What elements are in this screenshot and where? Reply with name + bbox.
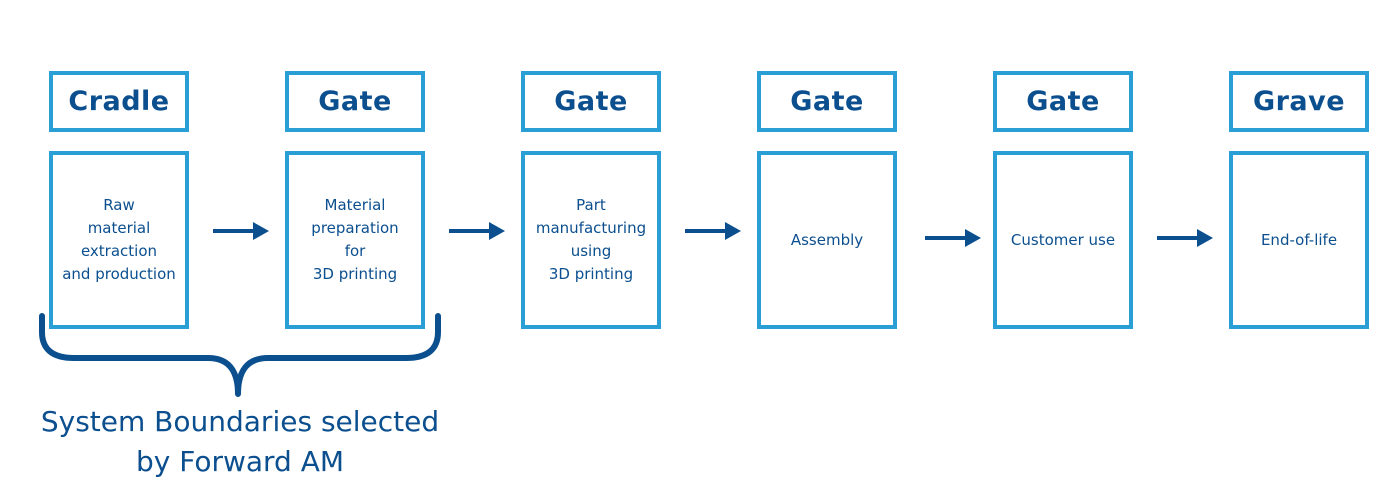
stage-header-gate-1: Gate	[285, 71, 425, 132]
system-boundary-brace	[30, 310, 450, 402]
stage-description: Assembly	[790, 230, 864, 249]
stage-description: Part manufacturing using 3D printing	[535, 196, 647, 283]
stage-header-label: Gate	[1026, 86, 1100, 117]
arrow-right-icon	[211, 219, 271, 243]
stage-header-label: Cradle	[68, 86, 170, 117]
stage-description: Customer use	[1010, 230, 1116, 249]
stage-box-part-manufacturing: Part manufacturing using 3D printing	[521, 151, 661, 329]
stage-header-cradle: Cradle	[49, 71, 189, 132]
stage-header-label: Grave	[1252, 86, 1346, 117]
stage-header-grave: Grave	[1229, 71, 1369, 132]
stage-description: End-of-life	[1260, 230, 1338, 249]
stage-box-raw-material: Raw material extraction and production	[49, 151, 189, 329]
stage-header-gate-3: Gate	[757, 71, 897, 132]
stage-header-label: Gate	[318, 86, 392, 117]
stage-box-assembly: Assembly	[757, 151, 897, 329]
stage-header-gate-4: Gate	[993, 71, 1133, 132]
stage-description: Material preparation for 3D printing	[311, 196, 399, 283]
stage-box-end-of-life: End-of-life	[1229, 151, 1369, 329]
arrow-right-icon	[683, 219, 743, 243]
stage-box-customer-use: Customer use	[993, 151, 1133, 329]
stage-box-material-preparation: Material preparation for 3D printing	[285, 151, 425, 329]
system-boundary-caption: System Boundaries selected by Forward AM	[40, 405, 440, 478]
arrow-right-icon	[1155, 226, 1215, 250]
arrow-right-icon	[447, 219, 507, 243]
stage-description: Raw material extraction and production	[62, 196, 176, 283]
stage-header-label: Gate	[790, 86, 864, 117]
stage-header-label: Gate	[554, 86, 628, 117]
stage-header-gate-2: Gate	[521, 71, 661, 132]
arrow-right-icon	[923, 226, 983, 250]
